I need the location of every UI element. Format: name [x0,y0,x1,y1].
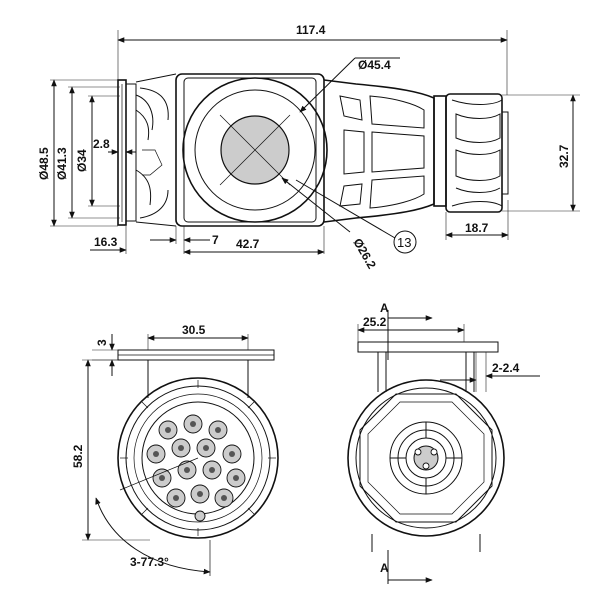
bore-diameter-leader [299,57,356,113]
rear-outer-ring [347,379,505,537]
angle-label: 3-77.3° [130,555,169,569]
front-height-label: 58.2 [71,444,85,468]
body-length-label: 42.7 [236,237,260,251]
left-flange [117,79,169,226]
face-diameter-leader [281,177,351,233]
panel-thickness-label: 2-2.4 [492,361,520,375]
front-top-thickness-label: 3 [95,339,109,346]
overall-length-label: 117.4 [296,23,326,37]
body-diameter-label: Ø34 [75,149,89,172]
flange-thickness-label: 2.8 [93,137,110,151]
angle-arc [95,497,211,575]
rear-grip-ribs [390,422,462,494]
flange-offset-label: 16.3 [94,235,118,249]
front-view: 30.5 3 [71,323,279,576]
section-label-top: A [380,301,389,315]
side-view: 117.4 Ø45.4 Ø2 [37,23,580,271]
callout-circle [393,230,417,254]
outer-flange-label: Ø48.5 [37,147,51,180]
gap-label: 7 [212,233,219,247]
cable-body [323,79,435,223]
nut-width-label: 18.7 [465,221,489,235]
cable-nut [433,93,509,213]
rear-view: 25.2 A A 2-2.4 [347,301,540,584]
rear-width-label: 25.2 [363,315,387,329]
rear-top-plate [357,341,499,353]
nut-height-label: 32.7 [557,144,571,168]
section-label-bottom: A [380,561,389,575]
bore-diameter-label: Ø45.4 [358,58,391,72]
pin-contacts [146,414,246,522]
rear-octagon [359,393,493,523]
inner-flange-label: Ø41.3 [55,147,69,180]
callout-number: 13 [397,235,411,250]
front-width-label: 30.5 [182,323,206,337]
face-diameter-label: Ø26.2 [350,236,379,272]
main-housing [135,73,328,227]
bore-outer-circle [182,77,328,223]
